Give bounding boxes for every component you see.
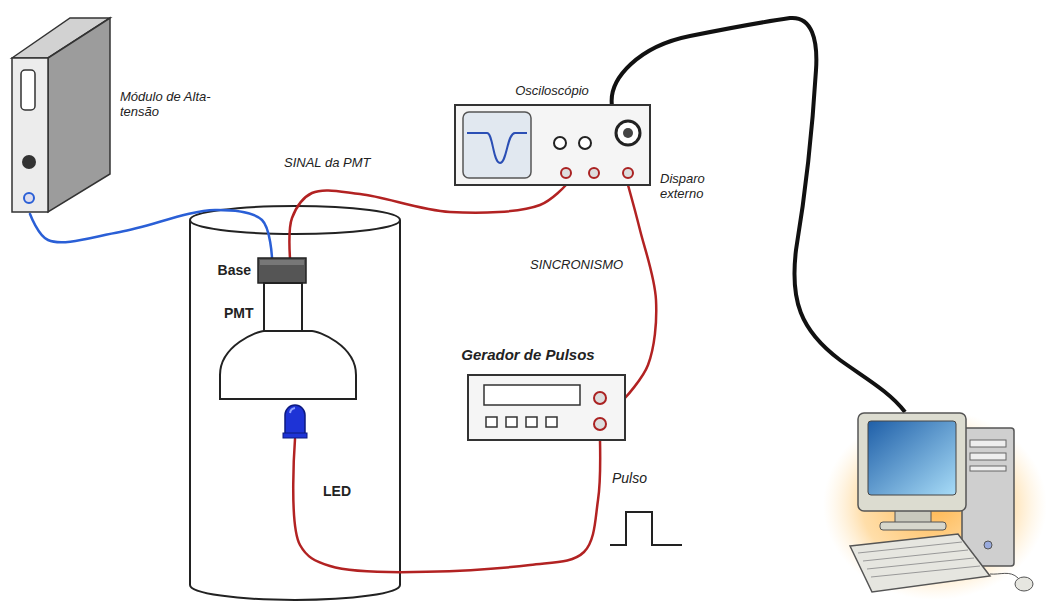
base-highlight [260, 260, 304, 265]
high-voltage-cable [30, 210, 272, 258]
scope-case [455, 105, 650, 185]
led: LED [282, 403, 308, 439]
node-shape [282, 403, 308, 439]
signal-cable [293, 439, 600, 572]
computer-icon [823, 410, 1046, 600]
generator-jack [594, 418, 606, 430]
pmt-neck [264, 283, 302, 331]
oscilloscope: Osciloscópio [455, 105, 650, 185]
generator-button [546, 417, 557, 427]
scope-knob-center [623, 128, 633, 138]
generator-display [484, 385, 580, 405]
pulse-symbol [610, 512, 682, 545]
scope-jack [589, 168, 599, 178]
scope-screen [463, 112, 531, 178]
node-shape [258, 258, 306, 283]
signal-cable [625, 185, 656, 398]
generator-case [468, 375, 625, 440]
node-label: Base [218, 262, 251, 278]
scope-trace [467, 133, 527, 163]
pmt-base: Base [258, 258, 306, 283]
generator-button [486, 417, 497, 427]
scope-jack [561, 168, 571, 178]
signal-cable [289, 185, 566, 258]
module-knob [22, 155, 36, 169]
node-label: Módulo de Alta-tensão [120, 90, 232, 120]
dark-cylinder [190, 220, 400, 600]
cable-label: SINCRONISMO [528, 258, 625, 273]
scope-knob [554, 137, 566, 149]
scope-jack [623, 168, 633, 178]
module-front [12, 58, 48, 212]
led-body [285, 405, 305, 435]
trigger-input-label: Disparo externo [660, 172, 730, 202]
pulse-label: Pulso [612, 470, 647, 486]
module-slot [21, 70, 35, 110]
scope-knob [616, 121, 640, 145]
node-label: LED [323, 483, 351, 499]
led-rim [283, 433, 307, 438]
high-voltage-module: Módulo de Alta-tensão [8, 14, 112, 214]
scope-knob [579, 137, 591, 149]
node-label: PMT [224, 305, 254, 321]
node-shape [455, 105, 650, 185]
generator-button [526, 417, 537, 427]
computer-cable [612, 18, 905, 412]
generator-jack [594, 392, 606, 404]
photomultiplier-tube: PMT [218, 283, 358, 401]
pmt-bulb [220, 331, 356, 399]
module-side [48, 18, 110, 212]
pulse-generator: Gerador de Pulsos [468, 375, 625, 440]
node-label: Gerador de Pulsos [461, 346, 594, 363]
node-shape [8, 14, 112, 214]
led-shine [290, 408, 295, 413]
cable-label: SINAL da PMT [282, 156, 372, 171]
base-block [258, 258, 306, 283]
node-shape [468, 375, 625, 440]
node-shape [218, 283, 358, 401]
node-label: Osciloscópio [515, 84, 589, 99]
hv-connector [24, 193, 34, 203]
generator-button [506, 417, 517, 427]
